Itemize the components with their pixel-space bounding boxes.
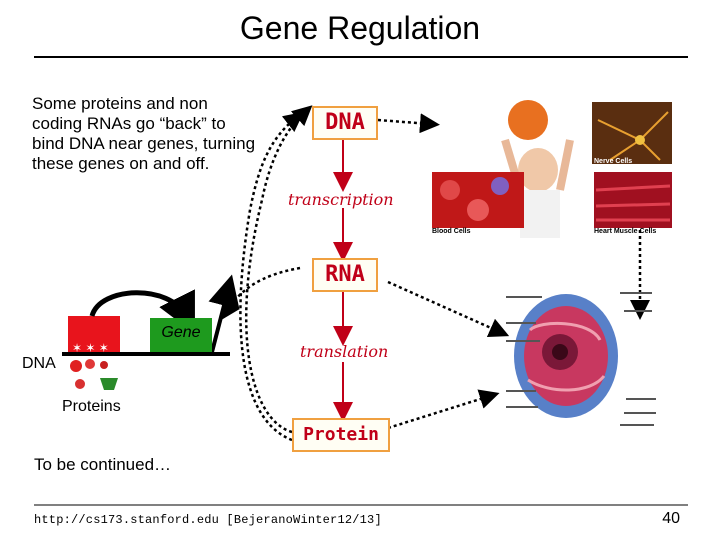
- regulation-curved-arrow: [89, 289, 195, 334]
- rna-feedback-dotted-arrow: [220, 266, 301, 321]
- proteins-label: Proteins: [62, 398, 121, 415]
- intro-text: Some proteins and non coding RNAs go “ba…: [32, 94, 256, 173]
- flow-protein-box: Protein: [292, 418, 390, 452]
- dna-label: DNA: [22, 355, 56, 372]
- animal-cell-illustration: [514, 294, 618, 418]
- rna-to-cell-dotted-arrow: [387, 280, 510, 338]
- basketball-player-photo: [501, 100, 574, 238]
- protein-feedback-dotted-arrow-2: [239, 111, 304, 442]
- dna-to-photos-dotted-arrow: [377, 113, 440, 134]
- transcription-label: transcription: [288, 190, 394, 209]
- title-divider: [34, 56, 688, 58]
- slide-title: Gene Regulation: [239, 10, 481, 46]
- svg-text:✶ ✶ ✶: ✶ ✶ ✶: [72, 341, 109, 355]
- protein-icons: ✶ ✶ ✶: [70, 341, 118, 390]
- blood-cells-caption: Blood Cells: [432, 228, 471, 235]
- gene-box: Gene: [150, 318, 212, 352]
- nerve-cells-caption: Nerve Cells: [594, 158, 633, 165]
- heart-muscle-cells-caption: Heart Muscle Cells: [594, 228, 657, 235]
- regulatory-region: [68, 316, 120, 352]
- page-number: 40: [662, 510, 680, 527]
- flow-dna-box: DNA: [312, 106, 378, 140]
- protein-to-cell-dotted-arrow: [387, 389, 500, 430]
- translation-label: translation: [300, 342, 389, 361]
- protein-feedback-dotted-arrow-1: [244, 105, 313, 434]
- flow-rna-box: RNA: [312, 258, 378, 292]
- nerve-cells-photo: [592, 102, 672, 164]
- continued-text: To be continued…: [34, 455, 172, 474]
- footer-url: http://cs173.stanford.edu [BejeranoWinte…: [34, 513, 382, 527]
- gene-activation-arrow: [208, 274, 240, 353]
